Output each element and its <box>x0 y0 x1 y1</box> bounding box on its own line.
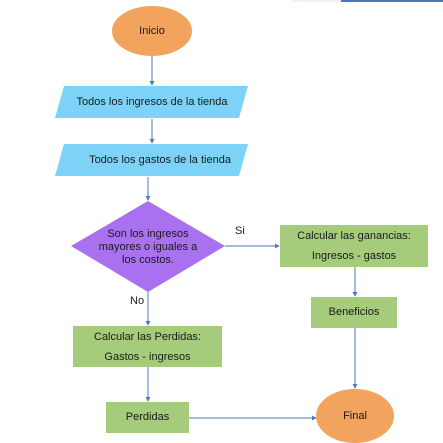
inicio-terminator[interactable] <box>112 6 192 56</box>
perdidas-calc-process-box[interactable] <box>73 326 222 367</box>
beneficios-process-box[interactable] <box>311 297 397 328</box>
edge-label-no: No <box>130 295 145 307</box>
ingresos-io-shape[interactable] <box>55 86 248 118</box>
top-strip-accent <box>341 0 443 2</box>
perdidas-process-box[interactable] <box>106 402 189 433</box>
edge-label-yes: Si <box>235 225 245 237</box>
decision-diamond[interactable] <box>71 201 225 292</box>
final-terminator[interactable] <box>316 389 394 443</box>
gastos-io-shape[interactable] <box>55 144 248 176</box>
ganancias-process-box[interactable] <box>280 225 428 267</box>
